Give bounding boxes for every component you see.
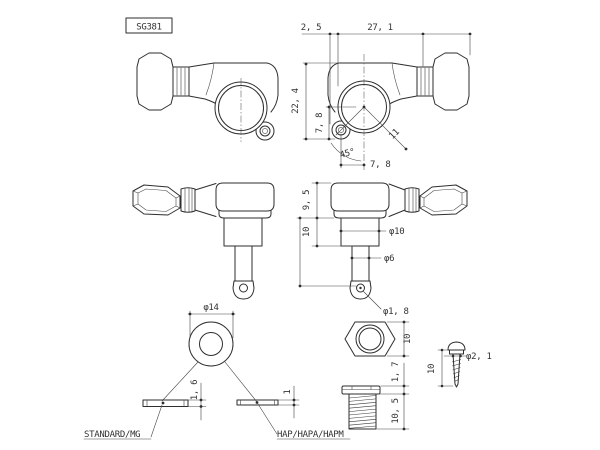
washer-bar: [142, 399, 189, 407]
front-view-left: [132, 182, 275, 300]
screw-hole: [259, 125, 271, 137]
label-box: [125, 17, 173, 34]
leader-lines: [161, 361, 258, 403]
tuner-knob: [432, 52, 470, 111]
knob-collar: [404, 187, 420, 213]
screw-thread: [451, 359, 462, 382]
housing: [330, 182, 390, 212]
dim-nut-size: 10: [403, 334, 413, 344]
bushing-side-view: 1, 7 10, 5: [341, 362, 410, 431]
dim-string-post-diameter: φ6: [384, 254, 394, 264]
string-post: [351, 245, 370, 282]
washer-hole: [199, 332, 223, 356]
dim-hap-thickness: 1: [283, 389, 293, 394]
base-plate: [333, 210, 387, 219]
knob-collar: [180, 187, 196, 213]
part-number-label: SG381: [125, 17, 173, 34]
screw-head: [447, 341, 466, 351]
dim-screw-angle: 45°: [339, 147, 356, 161]
housing-outline: [327, 62, 418, 113]
string-hole: [356, 283, 365, 293]
dim-washer-outer-diameter: φ14: [203, 303, 218, 313]
bushing-post: [340, 217, 380, 247]
thread-hatch: [348, 395, 377, 429]
label-standard-mg: STANDARD/MG: [84, 430, 140, 440]
mounting-screw: φ2, 1 10: [427, 341, 492, 388]
dim-bushing-length: 10, 5: [391, 398, 401, 424]
dim-post-diameter: φ10: [389, 227, 404, 237]
washer-hap: 1 HAP/HAPA/HAPM: [236, 385, 351, 440]
dim-screw-diameter: φ2, 1: [466, 352, 492, 362]
front-view-dimensioned: 9, 5 10 φ10 φ6 φ1, 8: [296, 181, 468, 317]
base-plate: [218, 210, 272, 219]
housing-outline: [188, 62, 279, 113]
washer-outer: [188, 321, 234, 367]
string-post: [234, 245, 253, 282]
washer-top-view: φ14: [161, 303, 258, 403]
screw-ear: [255, 121, 275, 141]
hex-nut-top-view: 10: [344, 320, 413, 358]
dim-housing-height: 9, 5: [302, 190, 312, 210]
dim-screw-length: 10: [427, 364, 437, 374]
dim-screw-distance: 11: [387, 127, 401, 141]
bushing-post: [223, 217, 263, 247]
washer-bar: [236, 399, 279, 406]
dim-string-hole-diameter: φ1, 8: [383, 307, 409, 317]
dim-body-length: 27, 1: [367, 23, 393, 33]
dim-screw-horizontal: 7, 8: [370, 160, 390, 170]
part-number-text: SG381: [136, 23, 162, 33]
side-view-dimensioned: 2, 5 27, 1 22, 4 7, 8 45° 11 7, 8: [291, 23, 472, 170]
housing: [215, 182, 275, 212]
dim-bushing-length: 10: [302, 227, 312, 237]
string-hole: [239, 283, 248, 293]
post-tip: [232, 280, 255, 300]
dim-ear-offset: 2, 5: [301, 23, 321, 33]
bushing-flange: [341, 385, 381, 395]
washer-standard: 1, 6 STANDARD/MG: [83, 380, 207, 440]
tuner-knob: [136, 52, 174, 111]
side-view-left: [136, 52, 279, 142]
dim-center-to-bottom: 7, 8: [315, 113, 325, 133]
dim-bushing-flange-height: 1, 7: [391, 362, 401, 382]
nut-thread-hole: [358, 327, 382, 351]
nut-hexagon: [344, 321, 396, 357]
label-hap-hapa-hapm: HAP/HAPA/HAPM: [277, 430, 344, 440]
dim-standard-thickness: 1, 6: [190, 380, 200, 400]
dim-overall-height: 22, 4: [291, 88, 301, 114]
post-tip: [349, 280, 372, 300]
screw-shank: [452, 353, 461, 388]
